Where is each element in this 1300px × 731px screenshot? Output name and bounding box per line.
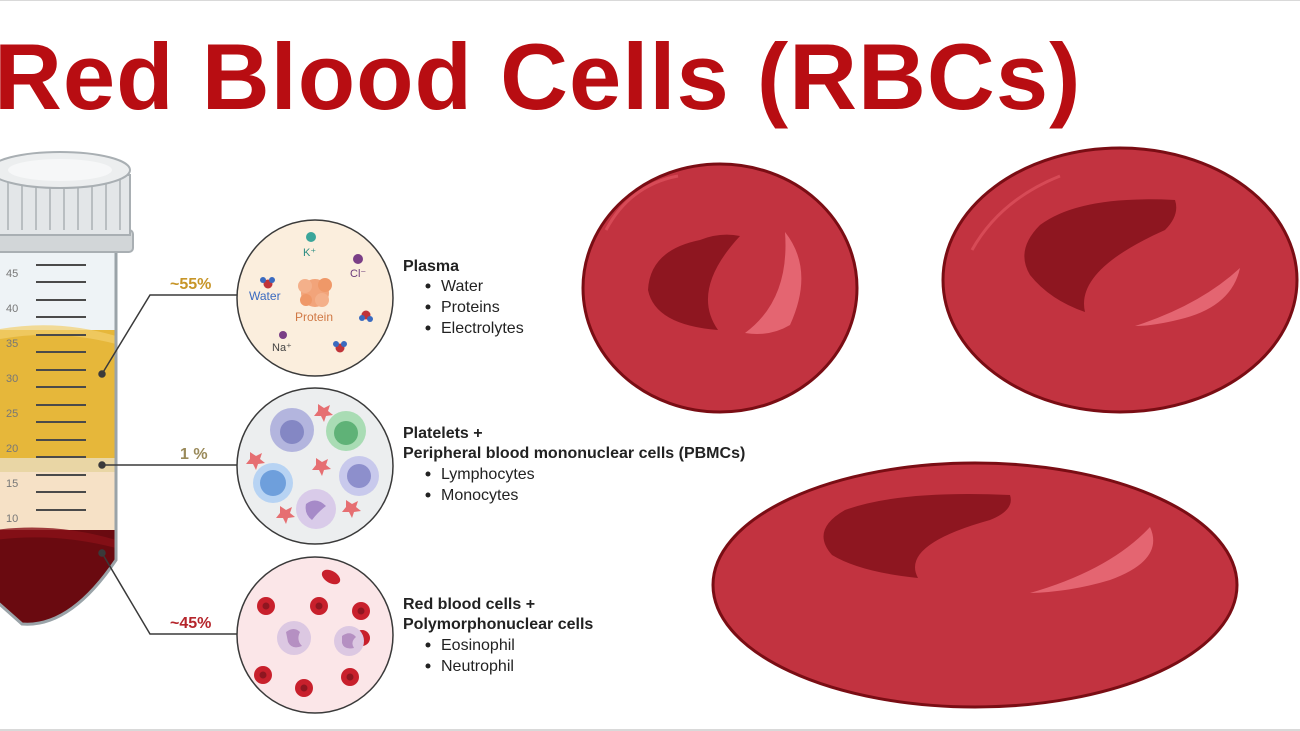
page-title: Red Blood Cells (RBCs) [0,24,1082,129]
plasma-circle: K⁺ Cl⁻ Water Protein Na⁺ [236,219,394,377]
tube-cap [0,151,134,253]
scale-mark: 15 [6,478,18,490]
rbc-heading-line1: Red blood cells + [403,596,535,613]
rbc-circle [236,556,394,714]
chloride-label: Cl⁻ [350,268,366,280]
rbc-item-neutrophil: Neutrophil [441,658,514,675]
plasma-heading: Plasma [403,258,459,275]
pbmc-circle [236,387,394,545]
sodium-label: Na⁺ [272,342,292,354]
protein-label: Protein [295,310,333,324]
centrifuge-tube: 45 40 35 30 25 20 15 10 [0,151,134,626]
scale-mark: 20 [6,443,18,455]
buffy-coat-layer [0,458,116,472]
scale-mark: 45 [6,268,18,280]
scale-mark: 25 [6,408,18,420]
lymphocyte-icon [326,411,366,451]
pbmc-heading-line2: Peripheral blood mononuclear cells (PBMC… [403,445,745,462]
monocyte-icon [296,489,336,529]
monocyte-icon [270,408,314,452]
plasma-item-water: Water [441,278,484,295]
platelet-icon [246,404,361,524]
pbmc-percentage: 1 % [180,446,208,463]
connector-lines [98,294,238,635]
sodium-ion-icon [279,331,287,339]
rbc-heading-line2: Polymorphonuclear cells [403,616,593,633]
water-molecule-icon [333,341,347,353]
potassium-ion-icon [306,232,316,242]
monocyte-icon [339,456,379,496]
tube-graduations [36,264,86,511]
pbmc-item-monocytes: Monocytes [441,487,518,504]
pbmc-item-lymphocytes: Lymphocytes [441,466,535,483]
red-blood-cell-illustration [711,461,1239,709]
tube-outline [0,248,118,626]
rbc-item-eosinophil: Eosinophil [441,637,515,654]
red-blood-cell-illustration [581,162,859,414]
top-border [0,0,1300,1]
eosinophil-icon [277,621,311,655]
plasma-item-electrolytes: Electrolytes [441,320,524,337]
red-blood-cell-illustration [941,146,1299,414]
pbmc-heading-line1: Platelets + [403,425,483,442]
scale-mark: 30 [6,373,18,385]
water-label: Water [249,289,281,303]
water-molecule-icon [359,310,373,322]
chloride-ion-icon [353,254,363,264]
neutrophil-icon [334,626,364,656]
rbc-percentage: ~45% [170,615,211,632]
plasma-percentage: ~55% [170,276,211,293]
bottom-border [0,729,1300,731]
scale-mark: 40 [6,303,18,315]
scale-mark: 35 [6,338,18,350]
light-layer [0,472,116,530]
scale-mark: 10 [6,513,18,525]
rbc-meniscus [0,527,116,548]
plasma-item-proteins: Proteins [441,299,500,316]
protein-icon [298,278,332,307]
potassium-label: K⁺ [303,247,316,259]
lymphocyte-icon [253,463,293,503]
water-molecule-icon [260,277,275,289]
